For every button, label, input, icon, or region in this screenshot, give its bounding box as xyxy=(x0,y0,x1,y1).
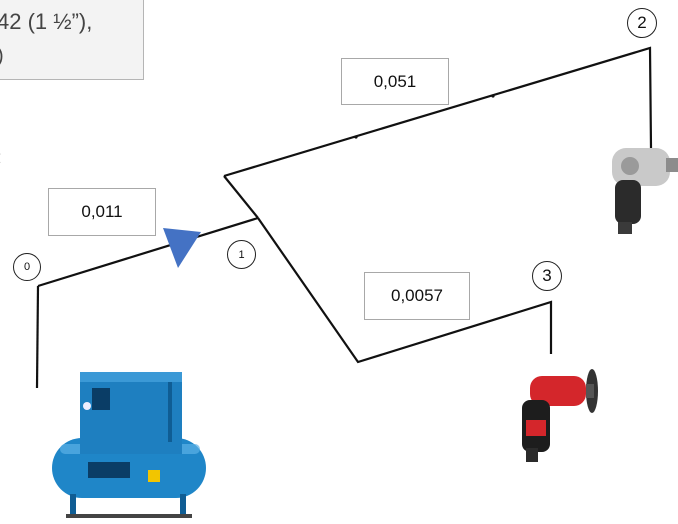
pipe-value-box-1-2: 0,051 xyxy=(341,58,449,105)
flow-direction-arrow-icon xyxy=(163,228,201,268)
node-label: 3 xyxy=(542,266,552,285)
node-marker-3: 3 xyxy=(532,261,562,291)
disc-grinder-icon xyxy=(522,369,598,462)
pipe-size-note-fragment: ) xyxy=(0,45,4,68)
pipe-tick xyxy=(491,94,495,98)
impact-wrench-icon xyxy=(612,148,678,234)
pipe-upper-branch-to-node-2 xyxy=(223,46,653,178)
pipe-ticks xyxy=(354,94,495,139)
pipe-lower-branch-to-node-3 xyxy=(257,217,553,364)
pipe-value-label: 0,011 xyxy=(81,202,123,221)
node-label: 2 xyxy=(637,13,647,32)
pipe-node-0-to-node-1 xyxy=(37,216,259,288)
pipe-size-note-text: 42 (1 ½”), xyxy=(0,9,93,34)
node-marker-2: 2 xyxy=(627,8,657,38)
cropped-edge-glyph: ‹ xyxy=(0,144,1,170)
pipe-tick xyxy=(354,135,358,139)
node-marker-1: 1 xyxy=(227,240,256,269)
pipe-value-box-0-1: 0,011 xyxy=(48,188,156,236)
air-compressor-icon xyxy=(52,372,206,518)
pipe-value-label: 0,0057 xyxy=(391,286,443,305)
node-marker-0: 0 xyxy=(13,253,41,281)
pipe-value-label: 0,051 xyxy=(373,71,417,91)
node-label: 1 xyxy=(238,248,245,261)
pipe-node-1-to-upper-branch xyxy=(223,175,259,219)
pipe-value-box-1-3: 0,0057 xyxy=(364,272,470,320)
pipe-size-note-box: 42 (1 ½”), ) xyxy=(0,0,144,80)
node-label: 0 xyxy=(23,261,31,273)
pipe-compressor-to-node-0 xyxy=(35,285,40,389)
pipe-lines xyxy=(35,46,653,389)
